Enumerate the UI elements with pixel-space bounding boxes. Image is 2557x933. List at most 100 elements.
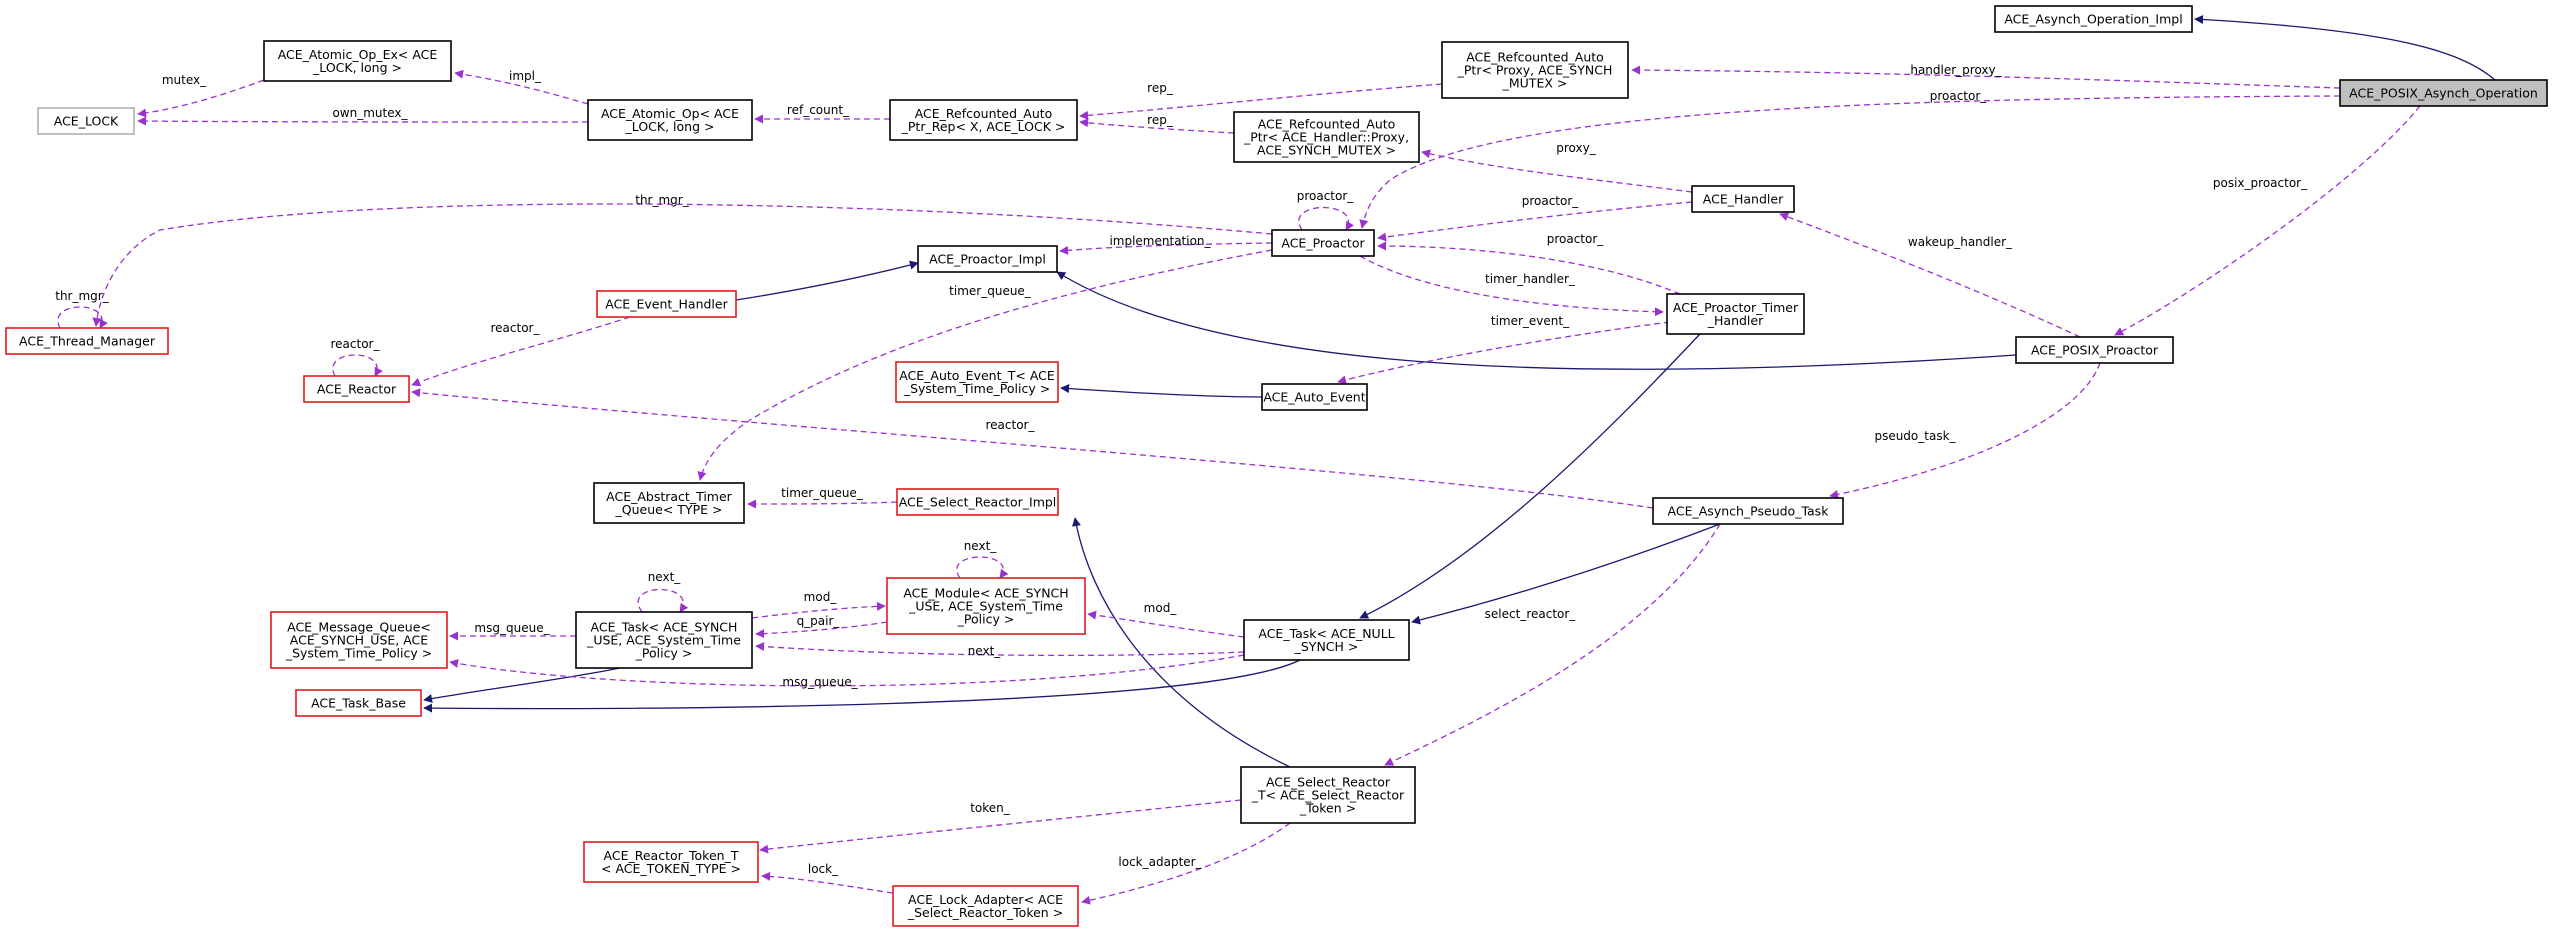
class-box <box>1666 293 1805 335</box>
usage-edge-asynch_pseudo_task-to-reactor <box>411 388 1654 509</box>
edge-label: select_reactor_ <box>1485 607 1577 621</box>
class-node-posix-proactor[interactable]: ACE_POSIX_Proactor <box>2015 336 2174 364</box>
class-name-line: ACE_Message_Queue< <box>287 620 431 635</box>
edge-label: next_ <box>648 570 682 584</box>
class-name-line: ACE_Proactor <box>1281 236 1365 251</box>
edge-label: proactor_ <box>1930 89 1988 103</box>
class-node-reactor[interactable]: ACE_Reactor <box>303 375 410 403</box>
class-name-line: ACE_POSIX_Proactor <box>2031 343 2159 358</box>
class-box <box>886 577 1086 635</box>
class-node-auto-event-t[interactable]: ACE_Auto_Event_T< ACE_System_Time_Policy… <box>895 361 1059 403</box>
usage-edge-proactor-to-proactor <box>1298 206 1355 231</box>
class-name-line: _Queue< TYPE > <box>615 502 723 517</box>
class-box <box>889 99 1078 141</box>
class-name-line: _LOCK, long > <box>625 119 715 134</box>
usage-edge-lock_adapter-to-reactor_token_t <box>761 871 894 894</box>
usage-edge-select_reactor_t-to-reactor_token_t <box>759 799 1242 854</box>
edge-line <box>1072 517 1291 768</box>
class-box <box>917 245 1058 273</box>
class-node-message-queue[interactable]: ACE_Message_Queue<ACE_SYNCH_USE, ACE_Sys… <box>270 611 448 669</box>
class-node-abstract-timer-queue[interactable]: ACE_Abstract_Timer_Queue< TYPE > <box>593 482 745 524</box>
class-node-asynch-pseudo-task[interactable]: ACE_Asynch_Pseudo_Task <box>1652 497 1844 525</box>
edge-line <box>1081 822 1291 905</box>
class-box <box>1691 185 1795 213</box>
edge-line <box>454 69 589 105</box>
edge-line <box>1079 118 1235 134</box>
usage-edge-thread_manager-to-thread_manager <box>57 306 108 329</box>
class-node-posix-op[interactable]: ACE_POSIX_Asynch_Operation <box>2339 79 2548 107</box>
class-node-module[interactable]: ACE_Module< ACE_SYNCH_USE, ACE_System_Ti… <box>886 577 1086 635</box>
edge-line <box>411 316 631 387</box>
class-node-proactor-timer-handler[interactable]: ACE_Proactor_Timer_Handler <box>1666 293 1805 335</box>
edge-line <box>1337 321 1671 385</box>
usage-edge-proactor_timer_handler-to-auto_event <box>1337 321 1671 385</box>
class-node-lock-adapter[interactable]: ACE_Lock_Adapter< ACE_Select_Reactor_Tok… <box>892 885 1079 927</box>
edge-label: rep_ <box>1147 81 1174 95</box>
class-node-task-null[interactable]: ACE_Task< ACE_NULL_SYNCH > <box>1243 619 1410 661</box>
class-node-reactor-token-t[interactable]: ACE_Reactor_Token_T< ACE_TOKEN_TYPE > <box>583 841 759 883</box>
usage-edge-proactor-to-proactor_timer_handler <box>1359 255 1664 317</box>
class-node-ref-auto-rep[interactable]: ACE_Refcounted_Auto_Ptr_Rep< X, ACE_LOCK… <box>889 99 1078 141</box>
inheritance-edge-posix_proactor-to-proactor_impl <box>1056 271 2017 370</box>
edge-label: mutex_ <box>162 73 207 87</box>
class-node-ref-auto-handler-proxy[interactable]: ACE_Refcounted_Auto_Ptr< ACE_Handler::Pr… <box>1233 111 1420 163</box>
class-name-line: ACE_Select_Reactor <box>1266 775 1391 790</box>
class-node-atomic-op-ex[interactable]: ACE_Atomic_Op_Ex< ACE_LOCK, long > <box>263 40 452 82</box>
usage-edge-select_reactor_t-to-lock_adapter <box>1081 822 1291 905</box>
usage-edge-task_synch-to-module <box>751 601 886 619</box>
edge-label: proactor_ <box>1297 189 1355 203</box>
class-name-line: _MUTEX > <box>1502 76 1568 91</box>
class-node-auto-event[interactable]: ACE_Auto_Event <box>1261 383 1368 411</box>
edge-label: timer_handler_ <box>1485 272 1576 286</box>
class-name-line: _T< ACE_Select_Reactor <box>1251 788 1405 803</box>
class-box <box>1441 41 1629 99</box>
class-name-line: ACE_Reactor_Token_T <box>604 848 739 863</box>
class-name-line: ACE_Auto_Event_T< ACE <box>899 368 1055 383</box>
class-name-line: ACE_LOCK <box>54 114 119 129</box>
class-node-event-handler[interactable]: ACE_Event_Handler <box>596 290 737 318</box>
edge-line <box>1056 271 2017 370</box>
edge-line <box>1087 610 1245 638</box>
usage-edge-proactor-to-proactor_impl <box>1059 242 1273 255</box>
edge-line <box>137 116 589 126</box>
class-node-asynch-op-impl[interactable]: ACE_Asynch_Operation_Impl <box>1994 5 2193 33</box>
class-box <box>1233 111 1420 163</box>
edge-line <box>92 203 1273 327</box>
class-node-select-reactor-impl[interactable]: ACE_Select_Reactor_Impl <box>896 488 1059 516</box>
usage-edge-posix_proactor-to-handler <box>1779 212 2081 338</box>
class-node-ace-lock[interactable]: ACE_LOCK <box>37 107 135 135</box>
class-name-line: _Policy > <box>635 646 693 661</box>
usage-edge-task_null-to-module <box>1087 610 1245 638</box>
usage-edge-task_null-to-message_queue <box>449 654 1245 687</box>
edge-label: reactor_ <box>331 337 381 351</box>
class-name-line: ACE_Task< ACE_NULL <box>1258 626 1394 641</box>
class-box <box>896 488 1059 516</box>
class-name-line: ACE_SYNCH_USE, ACE <box>290 633 428 648</box>
class-node-handler[interactable]: ACE_Handler <box>1691 185 1795 213</box>
usage-edge-proactor-to-thread_manager <box>92 203 1273 327</box>
inheritance-edge-task_null-to-task_base <box>423 659 1301 713</box>
class-node-proactor-impl[interactable]: ACE_Proactor_Impl <box>917 245 1058 273</box>
edge-line <box>755 642 1245 657</box>
inheritance-edge-auto_event-to-auto_event_t <box>1060 384 1263 398</box>
class-node-proactor[interactable]: ACE_Proactor <box>1271 229 1375 257</box>
class-node-thread-manager[interactable]: ACE_Thread_Manager <box>5 327 169 355</box>
class-node-ref-auto-proxy[interactable]: ACE_Refcounted_Auto_Ptr< Proxy, ACE_SYNC… <box>1441 41 1629 99</box>
edge-label: own_mutex_ <box>332 106 408 120</box>
edge-line <box>1298 206 1355 231</box>
class-node-select-reactor-t[interactable]: ACE_Select_Reactor_T< ACE_Select_Reactor… <box>1240 766 1416 824</box>
edge-label: q_pair_ <box>797 614 841 628</box>
class-node-atomic-op[interactable]: ACE_Atomic_Op< ACE_LOCK, long > <box>587 99 753 141</box>
class-name-line: ACE_Handler <box>1703 192 1784 207</box>
class-node-task-synch[interactable]: ACE_Task< ACE_SYNCH_USE, ACE_System_Time… <box>575 611 753 669</box>
edge-label: rep_ <box>1147 113 1174 127</box>
edge-line <box>1059 242 1273 255</box>
class-name-line: ACE_Refcounted_Auto <box>1258 117 1396 132</box>
class-box <box>2015 336 2174 364</box>
edges-layer <box>57 14 2496 905</box>
edge-line <box>735 260 919 301</box>
edge-line <box>1829 362 2101 499</box>
edge-labels-layer: handler_proxy_proactor_posix_proactor_re… <box>55 63 2308 876</box>
class-node-task-base[interactable]: ACE_Task_Base <box>295 689 422 717</box>
usage-edge-proactor-to-abstract_timer_queue <box>697 249 1273 481</box>
